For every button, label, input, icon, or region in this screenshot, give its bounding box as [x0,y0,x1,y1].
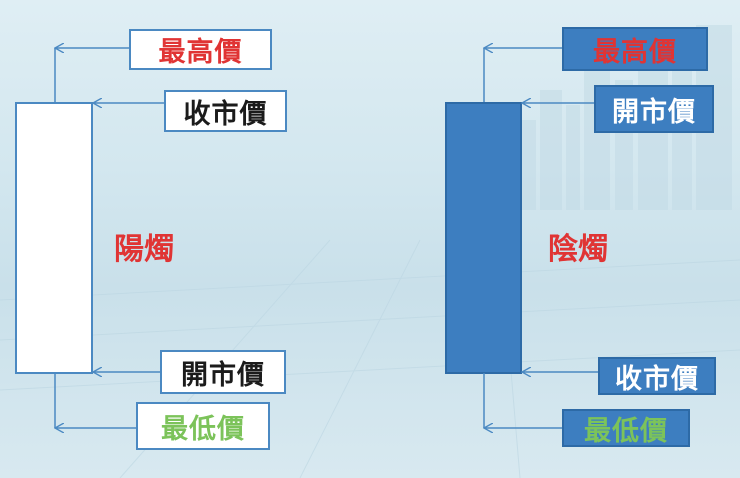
bullish-body [15,102,93,374]
bearish-high-label: 最高價 [562,27,708,71]
bearish-candle-name: 陰燭 [548,232,608,267]
bearish-low-label: 最低價 [562,409,690,447]
bullish-low-label: 最低價 [136,402,270,450]
bullish-connectors [56,48,164,428]
bullish-candle [15,48,93,428]
bearish-body [445,102,522,374]
bullish-close-label: 收市價 [164,90,287,132]
bullish-high-label: 最高價 [129,29,272,70]
bearish-connectors [485,48,598,428]
bullish-open-label: 開市價 [160,350,286,394]
bearish-open-label: 開市價 [594,85,714,133]
bearish-close-label: 收市價 [598,357,716,395]
bearish-candle [445,48,522,428]
bullish-candle-name: 陽燭 [114,232,174,267]
